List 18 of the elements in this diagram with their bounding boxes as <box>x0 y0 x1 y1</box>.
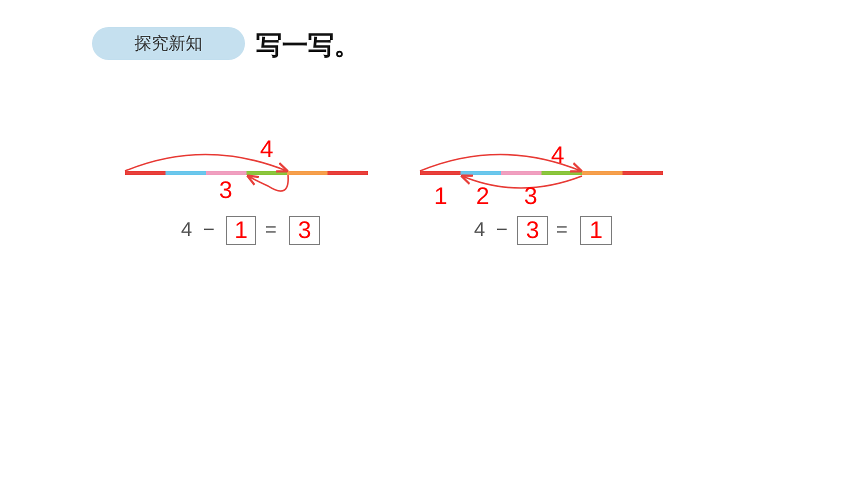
position-number: 3 <box>524 185 538 209</box>
equals-sign: = <box>265 220 277 240</box>
position-number: 2 <box>476 185 490 209</box>
minus-sign: − <box>203 220 215 240</box>
answer-box: 3 <box>517 216 548 245</box>
answer-box: 1 <box>580 216 612 245</box>
jump-count: 3 <box>219 179 232 203</box>
equation-number: 4 <box>181 220 192 240</box>
equals-sign: = <box>556 220 568 240</box>
position-number: 1 <box>434 185 448 209</box>
jump-count: 4 <box>260 138 274 162</box>
minus-sign: − <box>496 220 508 240</box>
answer-box: 1 <box>226 216 256 245</box>
equation-number: 4 <box>474 220 486 240</box>
jump-count: 4 <box>551 144 564 168</box>
section-badge: 探究新知 <box>92 27 245 60</box>
answer-box: 3 <box>289 216 320 245</box>
title: 写一写。 <box>256 30 360 63</box>
